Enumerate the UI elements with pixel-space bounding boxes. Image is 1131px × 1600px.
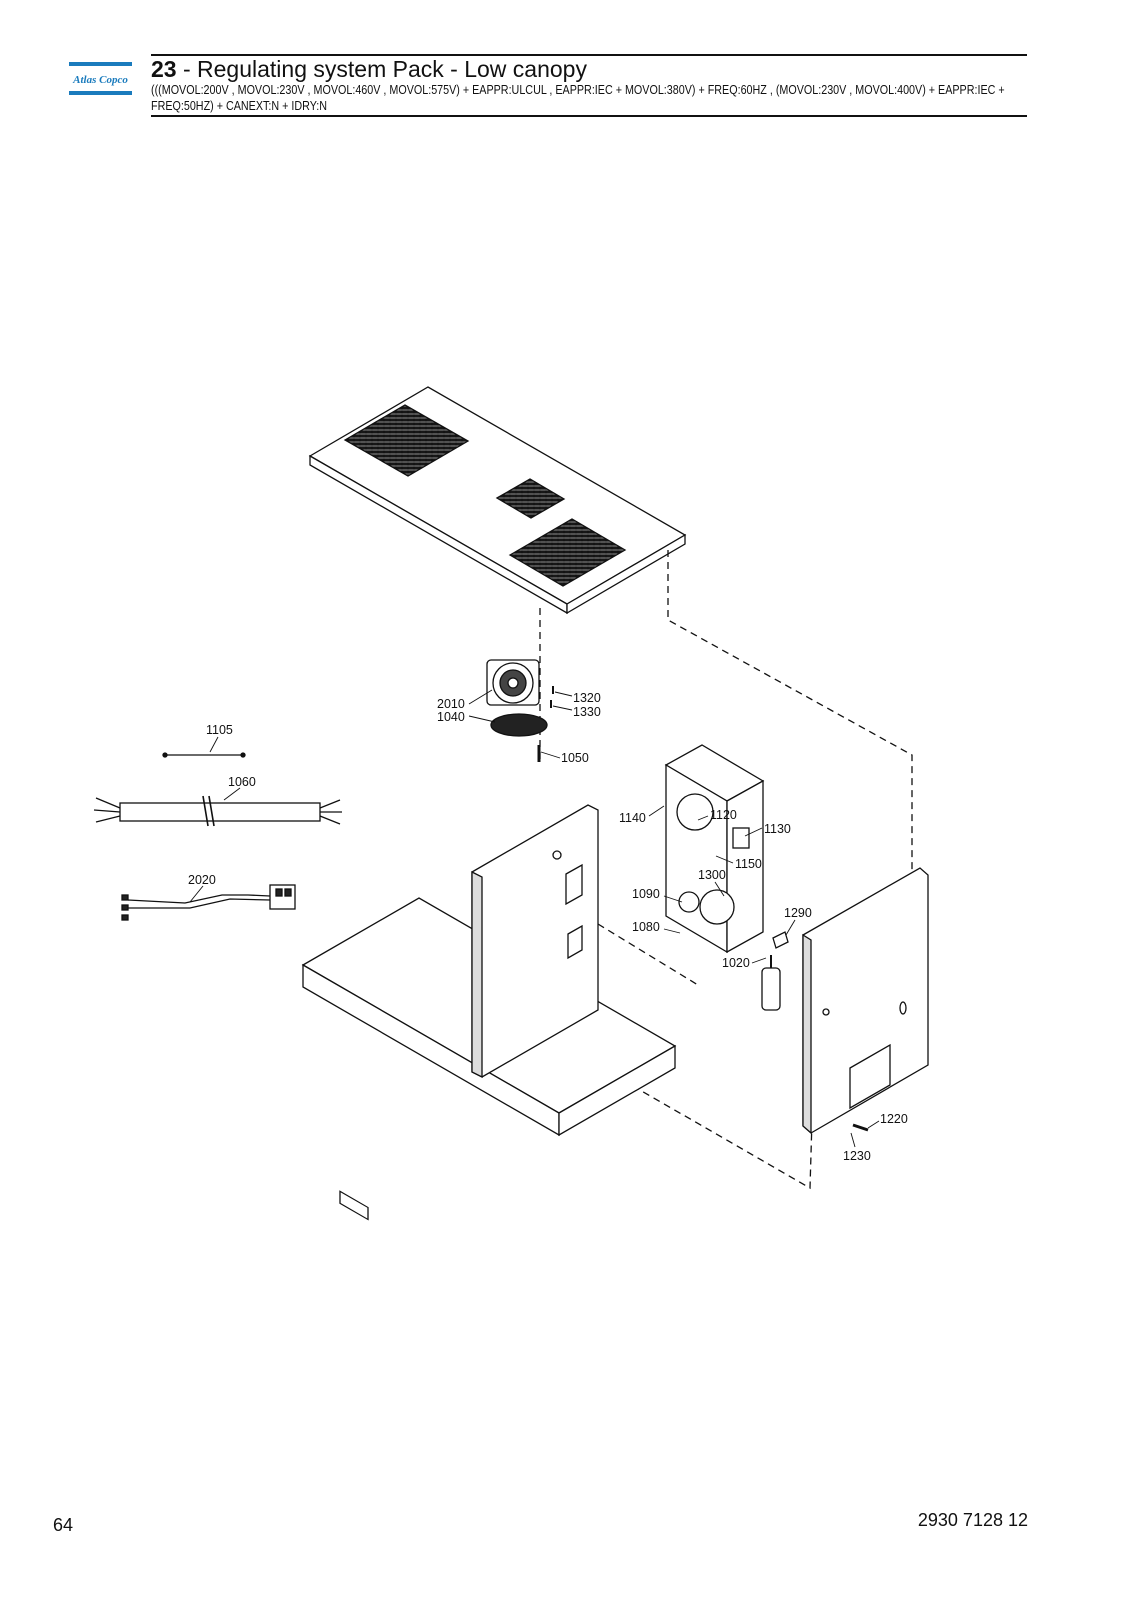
header-rule-bottom (151, 115, 1027, 117)
side-door-panel (802, 867, 929, 1135)
callout-1060: 1060 (228, 775, 256, 789)
page-title: 23 - Regulating system Pack - Low canopy (151, 55, 587, 83)
callout-1105: 1105 (206, 723, 233, 737)
callout-1020: 1020 (722, 956, 750, 970)
callout-1040: 1040 (437, 710, 465, 724)
callout-1120: 1120 (710, 808, 737, 822)
callout-1220: 1220 (880, 1112, 908, 1126)
callout-1300: 1300 (698, 868, 726, 882)
page-subtitle: (((MOVOL:200V , MOVOL:230V , MOVOL:460V … (151, 83, 1005, 113)
callout-1130: 1130 (764, 822, 791, 836)
control-box (664, 744, 789, 1011)
cable-1105 (162, 752, 246, 758)
callout-1230: 1230 (843, 1149, 871, 1163)
callout-1330: 1330 (573, 705, 601, 719)
document-number: 2930 7128 12 (917, 1510, 1028, 1530)
atlas-copco-logo: Atlas Copco (69, 62, 132, 95)
callout-1320: 1320 (573, 691, 601, 705)
canopy-roof-panel (308, 386, 687, 615)
callout-1290: 1290 (784, 906, 812, 920)
cable-2020 (121, 884, 296, 921)
logo-text: Atlas Copco (72, 74, 128, 86)
wiring-harness-1060 (93, 795, 342, 827)
callout-1080: 1080 (632, 920, 660, 934)
callout-2010: 2010 (437, 697, 465, 711)
page-number: 64 (53, 1515, 74, 1535)
callout-1140: 1140 (619, 811, 646, 825)
callout-numbers: 2010 1040 1320 1330 1050 1105 1060 2020 … (188, 691, 908, 1163)
callout-2020: 2020 (188, 873, 216, 887)
callout-1090: 1090 (632, 887, 660, 901)
callout-1150: 1150 (735, 857, 762, 871)
callout-leader-lines (189, 689, 880, 1148)
upright-panel (471, 804, 599, 1079)
header-rule-top (151, 54, 1027, 56)
fan-assembly (486, 659, 554, 762)
section-title: - Regulating system Pack - Low canopy (176, 56, 587, 82)
callout-1050: 1050 (561, 751, 589, 765)
assembly-guide-lines (539, 550, 913, 1190)
section-number: 23 (151, 56, 177, 82)
